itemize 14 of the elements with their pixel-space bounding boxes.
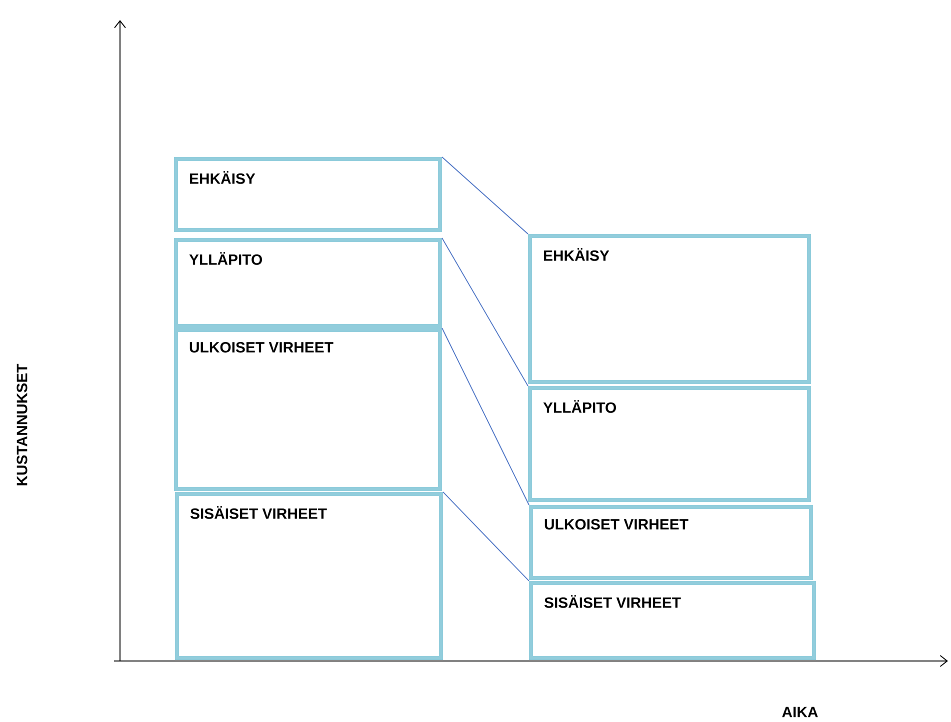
cost-box: ULKOISET VIRHEET bbox=[174, 328, 442, 491]
connector-line bbox=[442, 328, 530, 506]
connector-line bbox=[442, 238, 528, 386]
cost-box: SISÄISET VIRHEET bbox=[529, 581, 816, 660]
cost-box: YLLÄPITO bbox=[528, 386, 811, 502]
connector-line bbox=[442, 156, 528, 234]
cost-box: EHKÄISY bbox=[528, 234, 811, 384]
connector-line bbox=[442, 492, 530, 582]
cost-box: YLLÄPITO bbox=[174, 238, 442, 328]
axis-label: KUSTANNUKSET bbox=[16, 364, 28, 486]
cost-box: SISÄISET VIRHEET bbox=[175, 492, 443, 660]
cost-box: ULKOISET VIRHEET bbox=[529, 505, 813, 580]
cost-box: EHKÄISY bbox=[174, 157, 442, 232]
axis-label: AIKA bbox=[782, 706, 818, 718]
